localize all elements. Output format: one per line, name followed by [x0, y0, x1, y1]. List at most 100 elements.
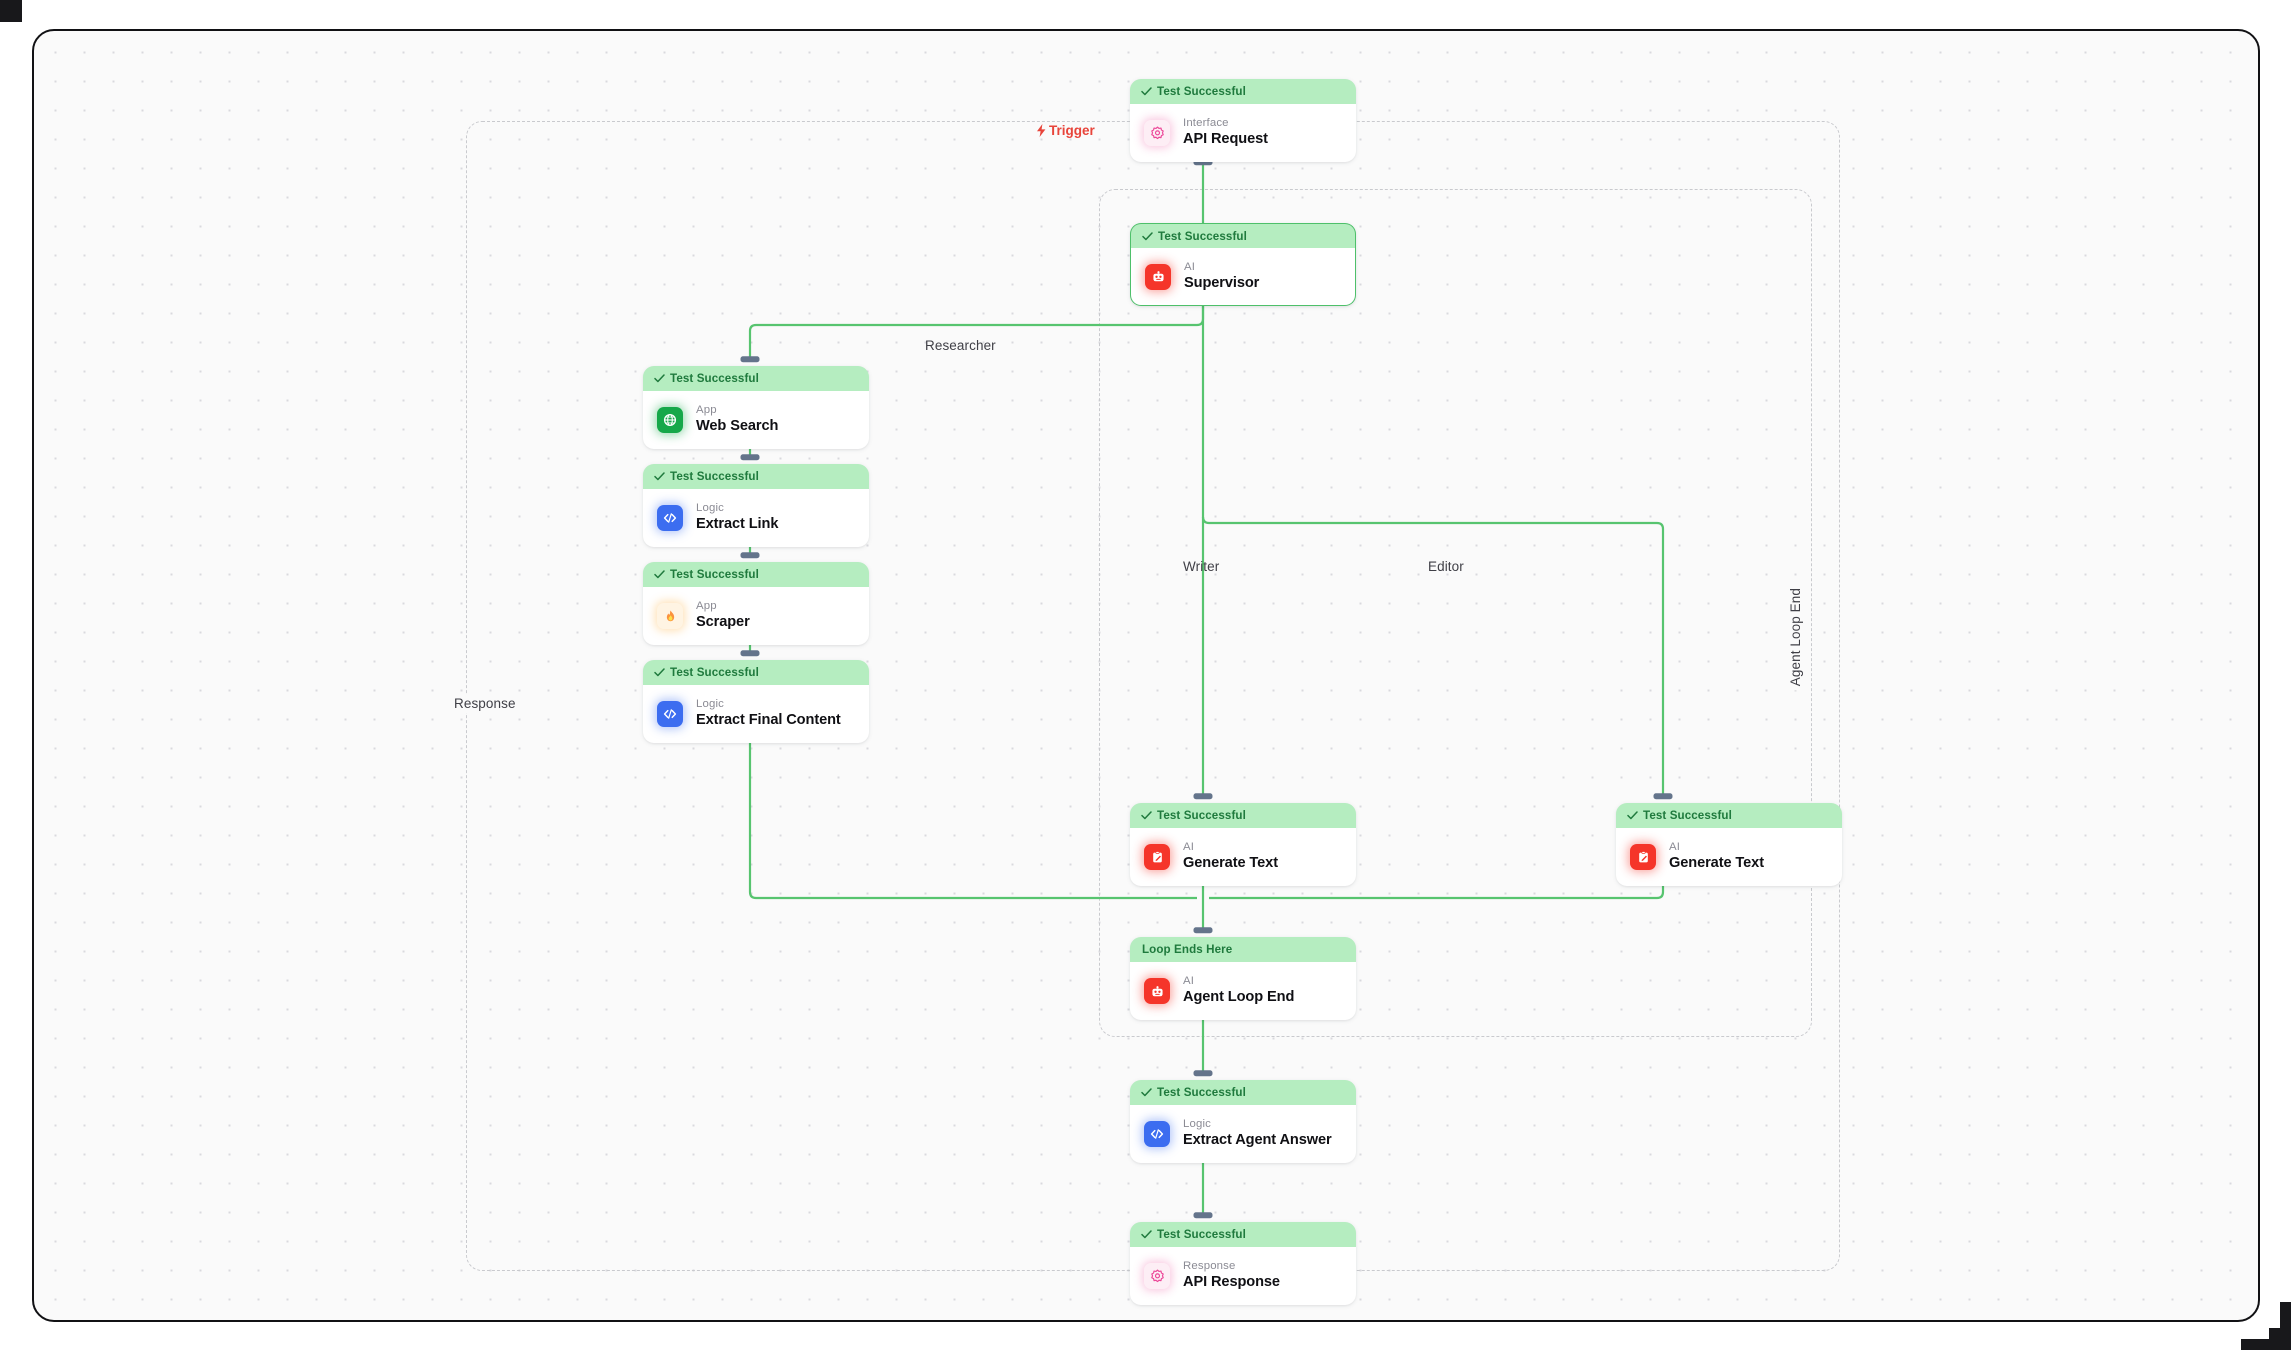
- node-body-extract-final-content: Logic Extract Final Content: [643, 685, 869, 743]
- node-web-search[interactable]: Test Successful App Web Search: [643, 366, 869, 449]
- node-status-generate-text-editor: Test Successful: [1616, 803, 1842, 828]
- node-title-label: Scraper: [696, 614, 750, 631]
- check-icon: [654, 472, 665, 481]
- edge-supervisor-to-generate-text-editor: [1201, 516, 1665, 795]
- node-api-request[interactable]: Test Successful Interface API Request: [1130, 79, 1356, 162]
- node-scraper[interactable]: Test Successful App Scraper: [643, 562, 869, 645]
- node-kind-label: App: [696, 600, 717, 613]
- handle-agent-loop-end-in[interactable]: [1193, 927, 1213, 933]
- node-body-agent-loop-end: AI Agent Loop End: [1130, 962, 1356, 1020]
- node-status-label: Test Successful: [1643, 809, 1732, 822]
- node-text-agent-loop-end: AI Agent Loop End: [1183, 975, 1294, 1007]
- check-icon: [654, 668, 665, 677]
- node-text-extract-agent-answer: Logic Extract Agent Answer: [1183, 1118, 1332, 1150]
- handle-api-response-in[interactable]: [1193, 1212, 1213, 1218]
- node-title-label: Extract Final Content: [696, 712, 841, 729]
- node-status-label: Loop Ends Here: [1142, 943, 1233, 956]
- edge-supervisor-to-web-search: [748, 297, 1205, 358]
- code-brackets-icon: [1144, 1121, 1170, 1147]
- node-text-scraper: App Scraper: [696, 600, 750, 632]
- edge-label-researcher: Researcher: [925, 338, 996, 353]
- robot-icon: [1145, 263, 1171, 290]
- check-icon: [654, 374, 665, 383]
- node-text-api-request: Interface API Request: [1183, 117, 1268, 149]
- node-text-api-response: Response API Response: [1183, 1260, 1280, 1292]
- node-body-api-response: Response API Response: [1130, 1247, 1356, 1305]
- node-body-api-request: Interface API Request: [1130, 104, 1356, 162]
- node-body-scraper: App Scraper: [643, 587, 869, 645]
- lightning-bolt-icon: [1037, 124, 1046, 137]
- globe-icon: [657, 407, 683, 433]
- node-agent-loop-end[interactable]: Loop Ends Here AI Agent Loop End: [1130, 937, 1356, 1020]
- handle-extract-link-in[interactable]: [740, 454, 760, 460]
- handle-scraper-in[interactable]: [740, 552, 760, 558]
- node-status-web-search: Test Successful: [643, 366, 869, 391]
- handle-extract-agent-answer-in[interactable]: [1193, 1070, 1213, 1076]
- node-status-label: Test Successful: [670, 372, 759, 385]
- node-kind-label: AI: [1183, 975, 1195, 988]
- response-gear-icon: [1144, 1263, 1170, 1289]
- robot-icon: [1144, 978, 1170, 1004]
- node-kind-label: App: [696, 404, 717, 417]
- node-extract-final-content[interactable]: Test Successful Logic Extract Final Cont…: [643, 660, 869, 743]
- node-generate-text-writer[interactable]: Test Successful AI Generate Text: [1130, 803, 1356, 886]
- code-brackets-icon: [657, 505, 683, 531]
- trigger-label: Trigger: [1036, 123, 1095, 138]
- document-pencil-icon: [1630, 844, 1656, 870]
- node-kind-label: AI: [1184, 260, 1196, 273]
- check-icon: [1141, 1088, 1152, 1097]
- workflow-canvas[interactable]: Response Agent Loop End: [32, 29, 2260, 1322]
- node-status-label: Test Successful: [670, 470, 759, 483]
- check-icon: [1141, 1230, 1152, 1239]
- flame-icon: [657, 603, 683, 629]
- node-api-response[interactable]: Test Successful Response API Response: [1130, 1222, 1356, 1305]
- node-text-extract-link: Logic Extract Link: [696, 502, 778, 534]
- crop-mark-notch-h: [2241, 1339, 2269, 1350]
- handle-generate-text-editor-in[interactable]: [1653, 793, 1673, 799]
- node-title-label: Extract Agent Answer: [1183, 1132, 1332, 1149]
- handle-web-search-in[interactable]: [740, 356, 760, 362]
- node-status-extract-link: Test Successful: [643, 464, 869, 489]
- node-generate-text-editor[interactable]: Test Successful AI Generate Text: [1616, 803, 1842, 886]
- node-status-supervisor: Test Successful: [1130, 223, 1356, 248]
- node-status-extract-agent-answer: Test Successful: [1130, 1080, 1356, 1105]
- node-title-label: API Request: [1183, 131, 1268, 148]
- node-kind-label: Logic: [1183, 1118, 1211, 1131]
- node-body-extract-agent-answer: Logic Extract Agent Answer: [1130, 1105, 1356, 1163]
- node-status-api-request: Test Successful: [1130, 79, 1356, 104]
- handle-extract-final-content-in[interactable]: [740, 650, 760, 656]
- node-extract-link[interactable]: Test Successful Logic Extract Link: [643, 464, 869, 547]
- interface-gear-icon: [1144, 120, 1170, 146]
- node-extract-agent-answer[interactable]: Test Successful Logic Extract Agent Answ…: [1130, 1080, 1356, 1163]
- node-text-generate-text-writer: AI Generate Text: [1183, 841, 1278, 873]
- node-body-generate-text-editor: AI Generate Text: [1616, 828, 1842, 886]
- node-kind-label: Logic: [696, 502, 724, 515]
- node-status-label: Test Successful: [1157, 809, 1246, 822]
- node-status-label: Test Successful: [1157, 1086, 1246, 1099]
- node-title-label: Generate Text: [1183, 855, 1278, 872]
- crop-mark-top-left: [0, 0, 22, 22]
- node-status-label: Test Successful: [670, 666, 759, 679]
- node-status-extract-final-content: Test Successful: [643, 660, 869, 685]
- node-title-label: Agent Loop End: [1183, 989, 1295, 1006]
- check-icon: [1627, 811, 1638, 820]
- node-supervisor[interactable]: Test Successful AI Supervisor: [1130, 223, 1356, 306]
- node-body-supervisor: AI Supervisor: [1130, 248, 1356, 306]
- node-text-extract-final-content: Logic Extract Final Content: [696, 698, 841, 730]
- group-label-response: Response: [450, 694, 520, 713]
- handle-generate-text-writer-in[interactable]: [1193, 793, 1213, 799]
- node-status-generate-text-writer: Test Successful: [1130, 803, 1356, 828]
- code-brackets-icon: [657, 701, 683, 727]
- node-body-generate-text-writer: AI Generate Text: [1130, 828, 1356, 886]
- node-title-label: Supervisor: [1184, 274, 1260, 291]
- handle-api-request-out[interactable]: [1193, 159, 1213, 165]
- edge-generate-text-editor-to-agent-loop-end: [1209, 878, 1665, 900]
- edge-label-writer: Writer: [1183, 559, 1220, 574]
- node-body-extract-link: Logic Extract Link: [643, 489, 869, 547]
- node-body-web-search: App Web Search: [643, 391, 869, 449]
- node-title-label: Web Search: [696, 418, 779, 435]
- node-kind-label: Response: [1183, 1260, 1236, 1273]
- node-status-label: Test Successful: [1157, 85, 1246, 98]
- edge-label-editor: Editor: [1428, 559, 1464, 574]
